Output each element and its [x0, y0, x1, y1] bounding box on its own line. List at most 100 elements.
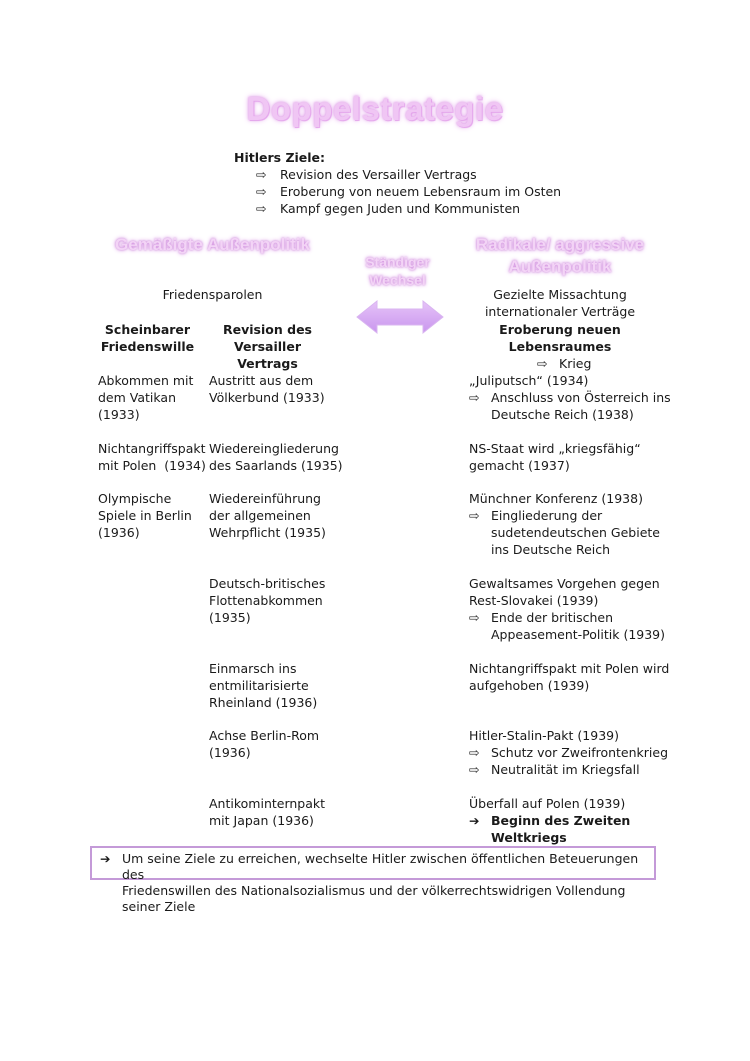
- col3-hitler-stalin: Hitler-Stalin-Pakt (1939) ⇨ Schutz vor Zw…: [469, 727, 668, 778]
- col3-ns-staat: NS-Staat wird „kriegsfähig“ gemacht (193…: [469, 440, 641, 474]
- middle-heading-line2: Wechsel: [369, 272, 426, 288]
- col1-item: Nichtangriffspakt mit Polen (1934): [98, 440, 206, 474]
- col2-item: Einmarsch ins entmilitarisierte Rheinlan…: [209, 660, 317, 711]
- goal-text: Revision des Versailler Vertrags: [280, 167, 477, 182]
- col3-line: sudetendeutschen Gebiete: [491, 525, 660, 540]
- right-subtitle-line2: internationaler Verträge: [484, 304, 636, 319]
- hollow-arrow-icon: ⇨: [469, 762, 480, 777]
- col1-heading-line1: Scheinbarer: [104, 322, 191, 337]
- page-title: Doppelstrategie: [246, 90, 504, 127]
- right-heading-line2: Außenpolitik: [508, 257, 612, 276]
- hollow-arrow-icon: ⇨: [469, 508, 480, 523]
- summary-line1: Um seine Ziele zu erreichen, wechselte H…: [122, 851, 639, 882]
- col2-item: Deutsch-britisches Flottenabkommen (1935…: [209, 575, 325, 626]
- col2-item-line: Wiedereingliederung: [209, 441, 339, 456]
- col1-item-line: Olympische: [98, 491, 172, 506]
- col3-line: Schutz vor Zweifrontenkrieg: [491, 745, 669, 760]
- col2-item-line: (1936): [209, 745, 251, 760]
- col2-item-line: Wiedereinführung: [209, 491, 321, 506]
- col2-item-line: der allgemeinen: [209, 508, 311, 523]
- hollow-arrow-icon: ⇨: [256, 184, 267, 199]
- col2-item-line: Flottenabkommen: [209, 593, 323, 608]
- col3-line: Ende der britischen: [491, 610, 613, 625]
- goals-heading: Hitlers Ziele:: [234, 150, 326, 165]
- right-krieg: ⇨ Krieg: [537, 355, 591, 372]
- col3-line: Neutralität im Kriegsfall: [491, 762, 640, 777]
- middle-heading: Ständiger Wechsel: [350, 253, 445, 289]
- col2-item-line: Austritt aus dem: [209, 373, 314, 388]
- col2-item-line: mit Japan (1936): [209, 813, 314, 828]
- goal-text: Eroberung von neuem Lebensraum im Osten: [280, 184, 562, 199]
- col2-item-line: Völkerbund (1933): [209, 390, 325, 405]
- col3-line: ins Deutsche Reich: [491, 542, 611, 557]
- col2-item: Achse Berlin-Rom (1936): [209, 727, 319, 761]
- right-heading-line1: Radikale/ aggressive: [475, 235, 645, 254]
- col3-line: Beginn des Zweiten: [491, 813, 631, 828]
- col3-line: NS-Staat wird „kriegsfähig“: [469, 441, 641, 456]
- double-arrow-icon: [356, 299, 444, 335]
- col3-line: Nichtangriffspakt mit Polen wird: [469, 661, 670, 676]
- goal-item: ⇨ Eroberung von neuem Lebensraum im Osten: [256, 184, 561, 199]
- col2-item-line: (1935): [209, 610, 251, 625]
- left-heading: Gemäßigte Außenpolitik: [115, 235, 310, 254]
- col1-item-line: mit Polen (1934): [98, 458, 206, 473]
- col1-item-line: Spiele in Berlin: [98, 508, 192, 523]
- col2-heading-line1: Revision des: [223, 322, 312, 337]
- hollow-arrow-icon: ⇨: [469, 390, 480, 405]
- col1-item-line: Abkommen mit: [98, 373, 194, 388]
- right-subtitle-line1: Gezielte Missachtung: [493, 287, 627, 302]
- col2-heading: Revision des Versailler Vertrags: [205, 321, 330, 372]
- col3-line: aufgehoben (1939): [469, 678, 590, 693]
- col2-item-line: Wehrpflicht (1935): [209, 525, 326, 540]
- hollow-arrow-icon: ⇨: [537, 356, 548, 371]
- krieg-text: Krieg: [559, 356, 592, 371]
- col3-line: Hitler-Stalin-Pakt (1939): [469, 728, 619, 743]
- col3-line: Weltkriegs: [491, 830, 567, 845]
- hollow-arrow-icon: ⇨: [256, 201, 267, 216]
- col1-heading: Scheinbarer Friedenswille: [95, 321, 200, 355]
- col2-item: Antikominternpakt mit Japan (1936): [209, 795, 325, 829]
- col2-item: Wiedereinführung der allgemeinen Wehrpfl…: [209, 490, 326, 541]
- col3-juliputsch: „Juliputsch“ (1934): [469, 373, 589, 388]
- col3-line: Münchner Konferenz (1938): [469, 491, 643, 506]
- solid-arrow-icon: ➔: [100, 851, 111, 866]
- hollow-arrow-icon: ⇨: [469, 610, 480, 625]
- col1-item: Abkommen mit dem Vatikan (1933): [98, 372, 193, 423]
- col2-item-line: entmilitarisierte: [209, 678, 309, 693]
- col3-line: Anschluss von Österreich ins: [491, 390, 671, 405]
- right-bold-heading: Eroberung neuen Lebensraumes: [480, 321, 640, 355]
- col3-line: Überfall auf Polen (1939): [469, 796, 626, 811]
- right-bold-line1: Eroberung neuen: [499, 322, 621, 337]
- col1-item: Olympische Spiele in Berlin (1936): [98, 490, 192, 541]
- col2-item: Austritt aus dem Völkerbund (1933): [209, 372, 325, 406]
- middle-heading-line1: Ständiger: [365, 254, 430, 270]
- col2-item-line: Achse Berlin-Rom: [209, 728, 320, 743]
- right-subtitle: Gezielte Missachtung internationaler Ver…: [470, 286, 650, 320]
- col2-item-line: Einmarsch ins: [209, 661, 297, 676]
- col2-item-line: Deutsch-britisches: [209, 576, 326, 591]
- col3-anschluss: ⇨Anschluss von Österreich ins Deutsche R…: [469, 389, 671, 423]
- col1-item-line: (1933): [98, 407, 140, 422]
- col1-heading-line2: Friedenswille: [100, 339, 195, 354]
- col3-line: Appeasement-Politik (1939): [491, 627, 666, 642]
- right-heading: Radikale/ aggressive Außenpolitik: [455, 234, 665, 278]
- summary-line2: Friedenswillen des Nationalsozialismus u…: [122, 883, 626, 914]
- hollow-arrow-icon: ⇨: [256, 167, 267, 182]
- goal-text: Kampf gegen Juden und Kommunisten: [280, 201, 521, 216]
- col1-item-line: Nichtangriffspakt: [98, 441, 206, 456]
- col3-polen-pakt: Nichtangriffspakt mit Polen wird aufgeho…: [469, 660, 669, 694]
- left-subtitle: Friedensparolen: [162, 287, 263, 302]
- summary-box: ➔ Um seine Ziele zu erreichen, wechselte…: [90, 846, 656, 914]
- col2-item: Wiedereingliederung des Saarlands (1935): [209, 440, 343, 474]
- col2-item-line: Rheinland (1936): [209, 695, 318, 710]
- solid-arrow-icon: ➔: [469, 813, 480, 828]
- col2-item-line: des Saarlands (1935): [209, 458, 343, 473]
- col2-heading-line2: Versailler Vertrags: [233, 339, 301, 371]
- col1-item-line: dem Vatikan: [98, 390, 176, 405]
- col3-line: Rest-Slovakei (1939): [469, 593, 599, 608]
- col1-item-line: (1936): [98, 525, 140, 540]
- col3-line: gemacht (1937): [469, 458, 570, 473]
- col3-ueberfall: Überfall auf Polen (1939) ➔ Beginn des Zw…: [469, 795, 630, 846]
- hollow-arrow-icon: ⇨: [469, 745, 480, 760]
- col3-muenchen: Münchner Konferenz (1938) ⇨Eingliederung…: [469, 490, 660, 558]
